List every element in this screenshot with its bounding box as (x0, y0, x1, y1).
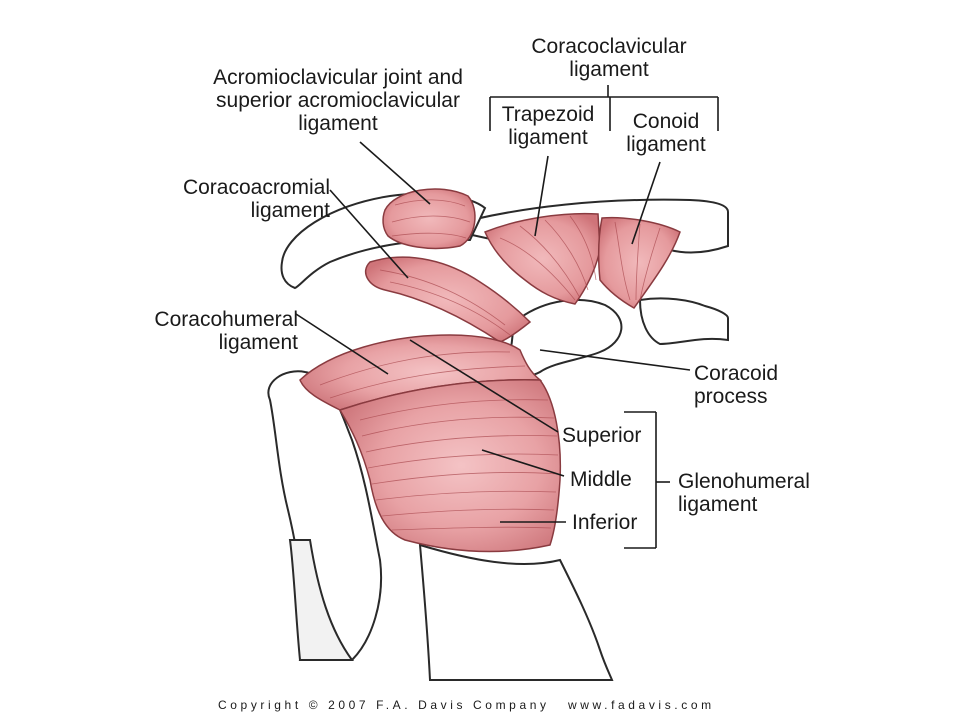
label-trapezoid: Trapezoid ligament (501, 103, 595, 149)
coracohumeral-leader (295, 313, 389, 375)
acromioclavicular-ligament (382, 188, 476, 250)
label-glenohumeral: Glenohumeral ligament (678, 470, 810, 516)
leader-lines (295, 85, 719, 549)
acromioclavicular-leader (359, 141, 431, 205)
trapezoid-leader (534, 155, 549, 237)
conoid-leader (631, 161, 661, 245)
label-superior: Superior (562, 424, 642, 447)
trapezoid-ligament (484, 212, 601, 305)
humerus-shaft (288, 539, 354, 661)
copyright-notice: Copyright © 2007 F.A. Davis Company (218, 698, 550, 712)
ligaments (299, 188, 681, 553)
label-coracoclavicular: Coracoclavicular ligament (531, 35, 687, 81)
conoid-ligament (597, 216, 681, 309)
coracoacromial-leader (329, 189, 409, 279)
footer: Copyright © 2007 F.A. Davis Company www.… (0, 690, 960, 720)
humerus-lower (418, 543, 614, 681)
scapula (638, 297, 729, 346)
glenohumeral-ligament-capsule (338, 379, 562, 553)
superior-leader (409, 339, 559, 433)
middle-leader (481, 449, 565, 477)
website-link[interactable]: www.fadavis.com (568, 698, 715, 712)
label-coracoacromial: Coracoacromial ligament (182, 176, 330, 222)
label-conoid: Conoid ligament (626, 110, 706, 156)
label-acromioclavicular: Acromioclavicular joint and superior acr… (213, 66, 463, 135)
label-coracoid-process: Coracoid process (694, 362, 779, 408)
label-middle: Middle (570, 468, 632, 491)
label-coracohumeral: Coracohumeral ligament (154, 308, 298, 354)
ligament-fibres (319, 199, 661, 531)
label-inferior: Inferior (572, 511, 638, 534)
coracoid-leader (539, 349, 691, 371)
